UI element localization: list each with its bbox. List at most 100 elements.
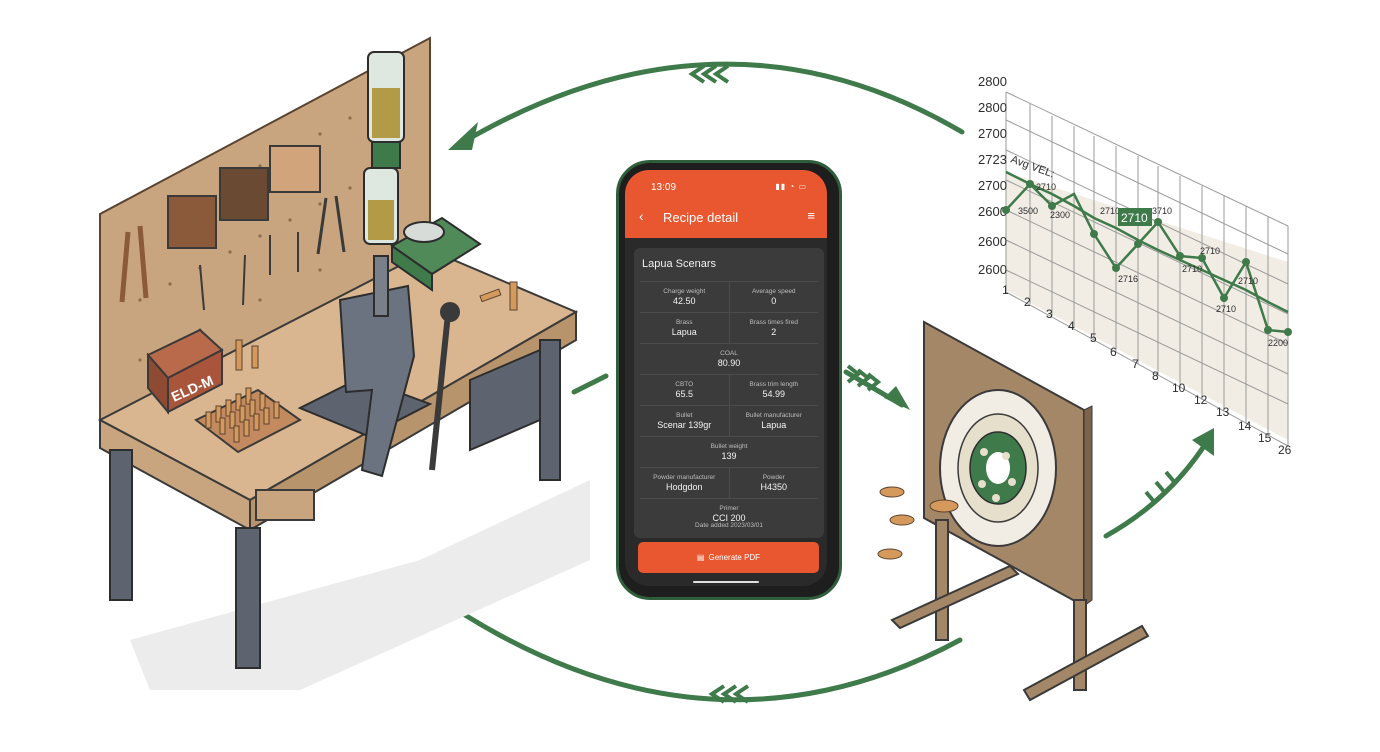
point-label: 2710 bbox=[1036, 182, 1056, 192]
x-tick-label: 4 bbox=[1068, 319, 1075, 333]
x-tick-labels: 1 2 3 4 5 6 7 8 10 12 13 14 15 26 bbox=[1002, 283, 1292, 457]
velocity-chart: 2800 2800 2700 2723 2700 2600 2600 2600 … bbox=[978, 74, 1292, 457]
back-button[interactable]: ‹ bbox=[639, 208, 644, 224]
detail-cell: Bullet Scenar 139gr bbox=[640, 406, 729, 436]
y-tick-label: 2723 bbox=[978, 152, 1007, 167]
target-stand-legs bbox=[890, 519, 1150, 702]
chevron-marks bbox=[688, 64, 1178, 704]
powder-measure bbox=[363, 51, 405, 245]
detail-value: 139 bbox=[721, 450, 737, 461]
flying-bullets bbox=[877, 486, 959, 560]
y-tick-label: 2800 bbox=[978, 100, 1007, 115]
bench-shadow bbox=[130, 480, 590, 690]
detail-value: 2 bbox=[771, 326, 777, 337]
wifi-icon: ◔ bbox=[789, 182, 796, 191]
hamburger-menu-icon: ≡ bbox=[807, 208, 815, 223]
arrow-chart-to-bench bbox=[455, 61, 965, 148]
cartridge-block-icon bbox=[167, 195, 217, 249]
shooting-target bbox=[877, 320, 1150, 702]
ammo-box: ELD-M bbox=[146, 328, 224, 415]
detail-label: Charge weight bbox=[663, 287, 706, 295]
app-bar: 13:09 ▮▮ ◔ ▭ ‹ Recipe detail ≡ bbox=[625, 170, 827, 238]
detail-cell: Brass Lapua bbox=[640, 313, 729, 343]
detail-label: Brass times fired bbox=[749, 318, 798, 326]
hanging-tools bbox=[119, 145, 346, 311]
signal-icon: ▮▮ bbox=[775, 182, 787, 191]
arrow-head-icon bbox=[1192, 428, 1214, 456]
point-label: 2716 bbox=[1118, 274, 1138, 284]
x-tick-label: 14 bbox=[1238, 419, 1252, 433]
arrow-head-icon bbox=[884, 386, 910, 410]
series-points bbox=[1002, 180, 1292, 336]
detail-row: Bullet weight 139 bbox=[640, 436, 818, 467]
point-label: 3500 bbox=[1018, 206, 1038, 216]
detail-row: Primer CCI 200 bbox=[640, 498, 818, 529]
tray-cartridges bbox=[205, 387, 280, 443]
y-tick-labels: 2800 2800 2700 2723 2700 2600 2600 2600 bbox=[978, 74, 1007, 277]
detail-value: 42.50 bbox=[672, 295, 696, 306]
detail-row: Powder manufacturer Hodgdon Powder H4350 bbox=[640, 467, 818, 498]
point-label: 3710 bbox=[1152, 206, 1172, 216]
detail-label: Bullet weight bbox=[710, 442, 748, 450]
y-tick-label: 2600 bbox=[978, 262, 1007, 277]
x-tick-label: 7 bbox=[1132, 357, 1139, 371]
x-tick-label: 6 bbox=[1110, 345, 1117, 359]
detail-cell: Brass times fired 2 bbox=[728, 313, 819, 343]
x-tick-label: 5 bbox=[1090, 331, 1097, 345]
detail-row: Brass Lapua Brass times fired 2 bbox=[640, 312, 818, 343]
home-indicator bbox=[693, 581, 759, 583]
reloading-press bbox=[297, 255, 460, 478]
bench-side-edge bbox=[249, 310, 577, 532]
detail-label: COAL bbox=[720, 349, 738, 357]
detail-label: Average speed bbox=[751, 287, 796, 295]
highlight-badge bbox=[1118, 208, 1152, 226]
detail-value: H4350 bbox=[760, 481, 788, 492]
x-tick-label: 10 bbox=[1172, 381, 1186, 395]
recipe-details-grid: Charge weight 42.50 Average speed 0 Bras… bbox=[640, 281, 818, 529]
pliers-icon bbox=[119, 225, 149, 303]
highlight-label: 2710 bbox=[1121, 211, 1148, 225]
x-tick-label: 2 bbox=[1024, 295, 1031, 309]
detail-value: Lapua bbox=[671, 326, 697, 337]
wall-box-icon bbox=[269, 145, 321, 193]
detail-cell: Bullet weight 139 bbox=[640, 437, 818, 467]
detail-label: Brass bbox=[675, 318, 693, 326]
point-label: 2710 bbox=[1238, 276, 1258, 286]
detail-cell: Primer CCI 200 bbox=[640, 499, 818, 529]
detail-value: Hodgdon bbox=[665, 481, 703, 492]
detail-label: Primer bbox=[719, 504, 739, 512]
menu-button[interactable]: ≡ bbox=[807, 208, 815, 223]
detail-row: Bullet Scenar 139gr Bullet manufacturer … bbox=[640, 405, 818, 436]
arrow-bench-to-phone bbox=[571, 373, 609, 395]
y-tick-label: 2600 bbox=[978, 204, 1007, 219]
y-tick-label: 2700 bbox=[978, 178, 1007, 193]
detail-label: Powder manufacturer bbox=[653, 473, 716, 481]
arrow-target-to-bench bbox=[427, 589, 963, 703]
detail-value: Lapua bbox=[761, 419, 787, 430]
bench-vise bbox=[255, 489, 315, 521]
screen-title: Recipe detail bbox=[663, 210, 739, 225]
generate-pdf-button[interactable]: ▤ Generate PDF bbox=[638, 542, 819, 573]
status-time: 13:09 bbox=[651, 182, 677, 193]
recipe-title: Lapua Scenars bbox=[642, 258, 716, 270]
detail-value: Scenar 139gr bbox=[657, 419, 712, 430]
point-label: 2200 bbox=[1268, 338, 1288, 348]
detail-row: COAL 80.90 bbox=[640, 343, 818, 374]
y-tick-label: 2600 bbox=[978, 234, 1007, 249]
bench-legs bbox=[109, 339, 561, 669]
phone-screen: 13:09 ▮▮ ◔ ▭ ‹ Recipe detail ≡ Lapua Sce… bbox=[625, 170, 827, 586]
chevron-left-icon: ‹ bbox=[639, 208, 644, 224]
target-center bbox=[986, 452, 1010, 484]
x-tick-label: 13 bbox=[1216, 405, 1230, 419]
detail-label: Bullet bbox=[676, 411, 693, 419]
detail-value: 54.99 bbox=[762, 388, 786, 399]
detail-label: Brass trim length bbox=[749, 380, 799, 388]
series-line-upper bbox=[1005, 170, 1289, 314]
status-icons: ▮▮ ◔ ▭ bbox=[775, 182, 807, 191]
x-tick-label: 1 bbox=[1002, 283, 1009, 297]
detail-cell: Charge weight 42.50 bbox=[640, 282, 729, 312]
detail-value: 0 bbox=[771, 295, 777, 306]
generate-pdf-label: Generate PDF bbox=[708, 553, 761, 562]
date-added: Date added 2023/03/01 bbox=[695, 522, 763, 529]
